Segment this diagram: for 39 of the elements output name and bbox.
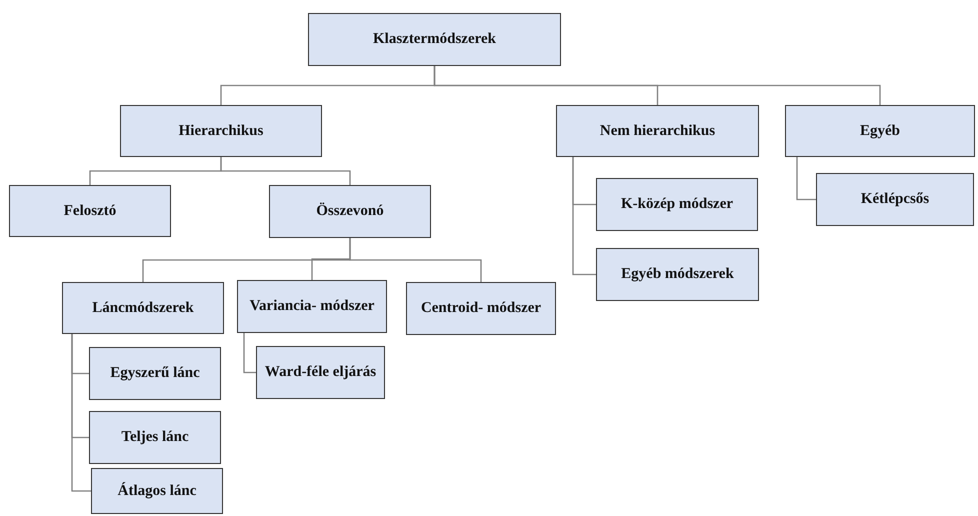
box-label: Felosztó [64,202,116,220]
box-label: Egyszerű lánc [110,364,200,383]
box-label: Láncmódszerek [92,298,194,318]
box-label: Hierarchikus [178,122,264,140]
connector-line [243,333,256,374]
method-box [596,178,758,231]
method-box [237,280,387,333]
method-box [9,185,171,237]
connector-line [434,66,881,105]
method-box [269,185,431,238]
method-box [406,282,556,335]
box-label: Centroid- módszer [420,299,542,318]
box-label: Klasztermódszerek [372,30,496,49]
method-box [785,105,975,157]
box-label: Egyéb [860,122,900,140]
method-box [256,346,385,399]
connector-line [796,157,816,200]
method-box [89,411,221,464]
box-label: Átlagos lánc [118,482,196,500]
box-label: K-közép módszer [620,195,734,214]
box-label: Variancia- módszer [250,297,374,316]
method-box [308,13,561,66]
box-label: Teljes lánc [121,428,189,447]
method-box [556,105,759,157]
box-label: Egyéb módszerek [621,265,734,284]
box-label: Ward-féle eljárás [264,363,376,382]
box-label: Kétlépcsős [860,190,930,209]
method-box [89,347,221,400]
method-box [596,248,759,301]
method-box [91,468,223,514]
box-label: Nem hierarchikus [600,122,716,140]
method-box [62,282,224,334]
method-box [816,173,974,226]
box-label: Összevonó [316,202,384,221]
method-box [120,105,322,157]
connector-line [71,334,91,492]
connector-line [572,157,596,276]
connector-line [220,157,351,185]
connector-line [349,238,482,282]
